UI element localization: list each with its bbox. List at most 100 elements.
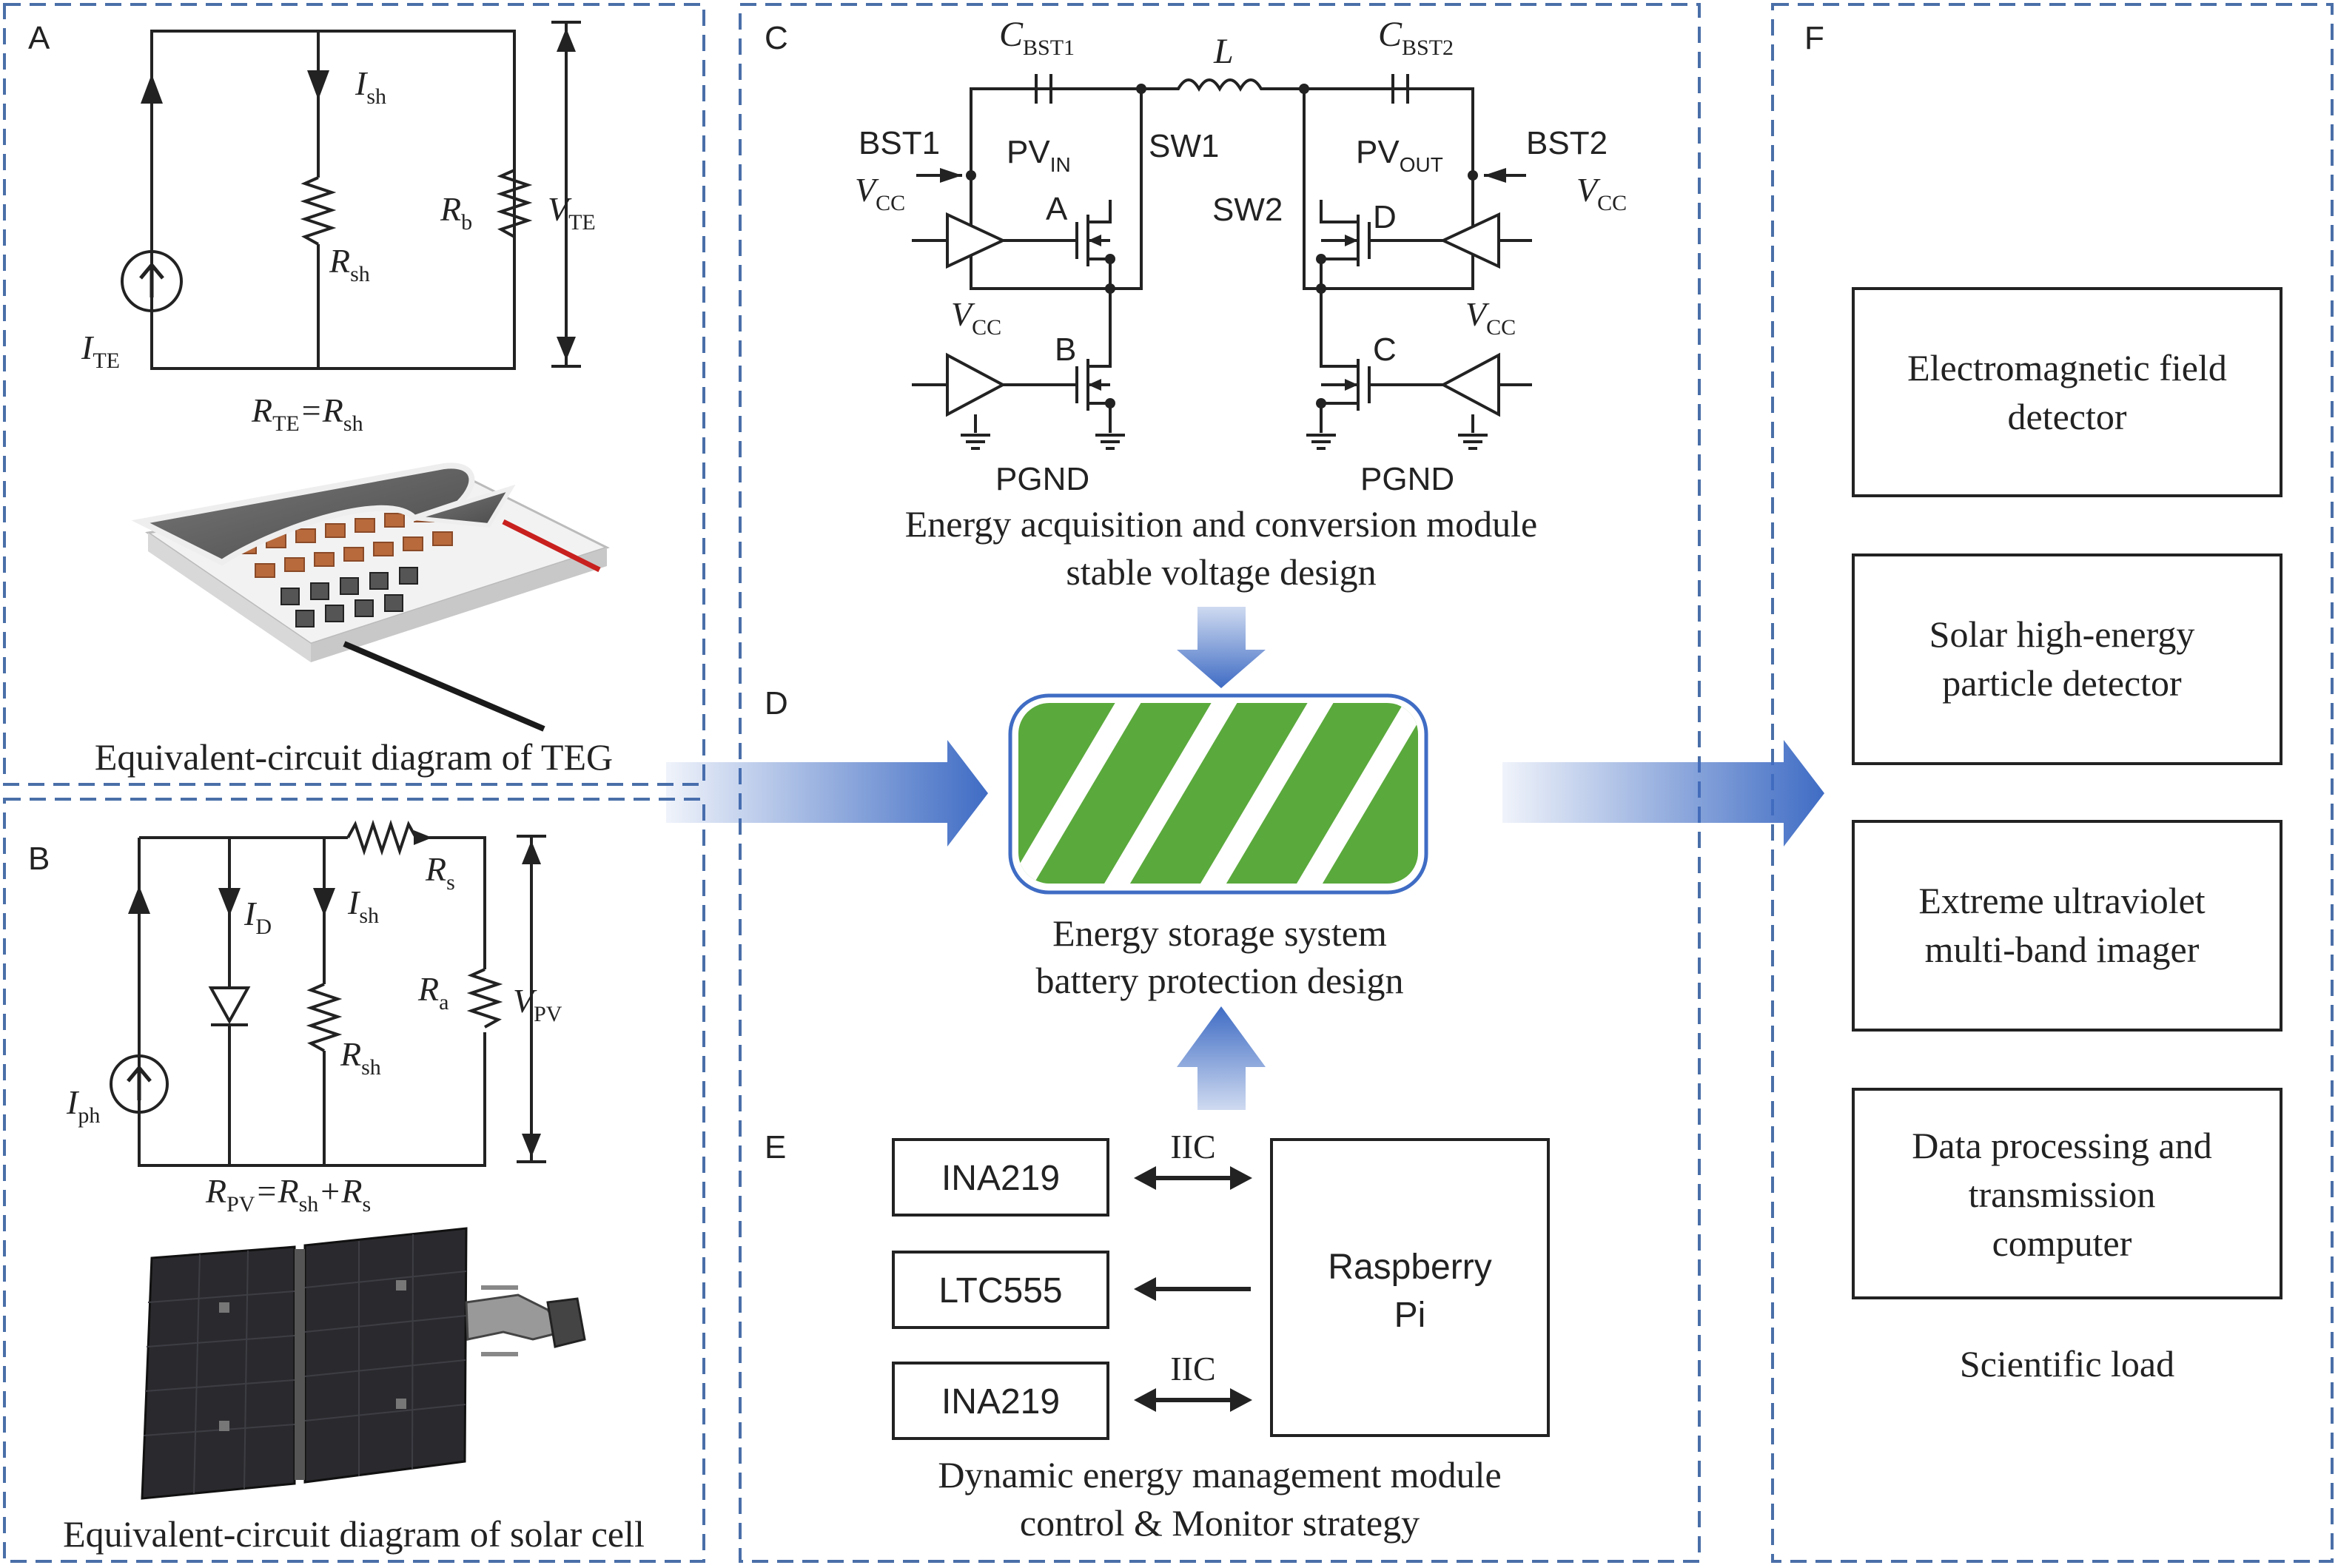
pv-out-label: PVOUT (1356, 134, 1443, 176)
ina219-label-1: INA219 (941, 1159, 1060, 1198)
teg-current-source (121, 250, 183, 312)
driver-c-icon (1440, 352, 1500, 417)
panel-letter-c: C (765, 20, 788, 56)
iic-arrows (1134, 1166, 1252, 1412)
pgnd-label-2: PGND (1360, 461, 1454, 497)
arrow-e-to-d-icon (1177, 1006, 1266, 1110)
driver-b-icon (946, 352, 1007, 417)
panel-letter-f: F (1804, 20, 1824, 56)
sw2-label: SW2 (1212, 192, 1283, 228)
ite-label: ITE (81, 329, 120, 373)
teg-current-arrow-icon (141, 74, 163, 104)
buck-left-loop (970, 87, 1143, 290)
iph-label: Iph (66, 1083, 100, 1128)
mosfet-b-label: B (1055, 332, 1076, 368)
ina219-label-2: INA219 (941, 1382, 1060, 1421)
load-box-euv (1852, 820, 2282, 1032)
panel-a-border (3, 3, 705, 786)
vcc-label-4: VCC (1465, 295, 1516, 340)
rs-resistor (346, 819, 417, 856)
raspberry-pi-box (1270, 1138, 1550, 1437)
rte-equation: RTE=Rsh (251, 391, 363, 436)
sw1-label: SW1 (1149, 128, 1219, 164)
load-particle-line2: particle detector (1942, 662, 2182, 704)
arrow-c-to-d-icon (1177, 607, 1266, 688)
rpv-equation: RPV=Rsh+Rs (205, 1172, 371, 1217)
inductor-label: L (1213, 32, 1234, 71)
panel-f-border (1771, 3, 2334, 1563)
panel-f: F Electromagnetic field detector Solar h… (1804, 20, 2282, 1384)
vte-label: VTE (548, 190, 596, 235)
diode-icon (208, 986, 251, 1025)
mosfet-c-label: C (1373, 332, 1397, 368)
rsh-b-label: Rsh (340, 1035, 381, 1080)
ra-label: Ra (417, 970, 449, 1015)
panel-letter-e: E (765, 1129, 786, 1165)
arrow-ab-to-d-icon (666, 740, 988, 847)
load-emf-line1: Electromagnetic field (1907, 347, 2227, 388)
vcc-label-2: VCC (1576, 171, 1627, 215)
ltc555-box (892, 1251, 1109, 1329)
ish-arrow-icon (307, 70, 329, 100)
ra-resistor (466, 968, 503, 1029)
panel-letter-b: B (28, 841, 50, 877)
ish-label: Ish (355, 64, 386, 109)
cbst1-label: CBST1 (999, 15, 1075, 60)
load-euv-line2: multi-band imager (1925, 929, 2200, 970)
load-computer-line3: computer (1992, 1222, 2132, 1264)
iic-label-1: IIC (1170, 1128, 1215, 1165)
rsh-resistor (300, 176, 337, 246)
pv-circuit-loop (138, 836, 486, 1167)
solar-caption: Equivalent-circuit diagram of solar cell (63, 1513, 645, 1555)
solar-panel-image (141, 1227, 586, 1500)
raspberry-pi-label-2: Pi (1394, 1296, 1426, 1335)
ish-b-arrow-icon (313, 888, 335, 916)
pv-current-source (110, 1054, 169, 1114)
module-c-caption-2: stable voltage design (1066, 551, 1376, 593)
energy-mgmt-caption-2: control & Monitor strategy (1020, 1502, 1420, 1544)
panel-c: C (765, 15, 1627, 593)
panel-e: E INA219 LTC555 INA219 Raspberry Pi IIC … (765, 1128, 1550, 1544)
panel-a: A Ish Rb VTE Rsh ITE RTE=Rsh (28, 20, 613, 778)
panel-letter-a: A (28, 20, 50, 56)
load-box-emf (1852, 287, 2282, 497)
load-box-particle (1852, 553, 2282, 765)
load-emf-line2: detector (2007, 396, 2126, 437)
load-euv-line1: Extreme ultraviolet (1918, 880, 2205, 921)
panel-b: B Rs ID Ish Ra VPV Rsh Iph RPV=Rsh+Rs (28, 819, 645, 1555)
teg-caption: Equivalent-circuit diagram of TEG (95, 736, 613, 778)
ish-b-label: Ish (347, 884, 379, 928)
arrow-d-to-f-icon (1502, 740, 1824, 847)
bst1-label: BST1 (859, 125, 940, 161)
bst2-label: BST2 (1526, 125, 1608, 161)
load-computer-line2: transmission (1969, 1174, 2156, 1215)
iic-label-2: IIC (1170, 1350, 1215, 1387)
vpv-span (517, 835, 546, 1163)
ina219-box-1 (892, 1138, 1109, 1217)
vcc-label-3: VCC (951, 295, 1001, 340)
panel-b-border (3, 798, 705, 1563)
rsh-label: Rsh (329, 242, 370, 286)
energy-mgmt-caption-1: Dynamic energy management module (938, 1454, 1501, 1495)
ground-symbols (961, 414, 1488, 450)
id-arrow-icon (218, 888, 241, 916)
ltc555-label: LTC555 (938, 1271, 1062, 1310)
mosfet-d-label: D (1373, 199, 1397, 235)
inductor-l (1141, 78, 1304, 92)
id-label: ID (243, 895, 272, 939)
pv-in-label: PVIN (1007, 134, 1071, 176)
storage-caption-2: battery protection design (1035, 960, 1403, 1001)
rsh-resistor-b (306, 983, 343, 1052)
teg-module-image (131, 462, 610, 732)
panel-d: D Energy storage system battery protecti… (765, 607, 1428, 1110)
vpv-label: VPV (513, 982, 562, 1026)
load-box-computer (1852, 1088, 2282, 1299)
rb-label: Rb (440, 190, 472, 235)
module-c-caption-1: Energy acquisition and conversion module (905, 503, 1537, 545)
rb-resistor (496, 169, 533, 238)
mosfet-a-label: A (1046, 191, 1068, 227)
rs-label: Rs (425, 850, 455, 895)
raspberry-pi-label-1: Raspberry (1328, 1248, 1491, 1287)
driver-d-icon (1440, 212, 1500, 269)
